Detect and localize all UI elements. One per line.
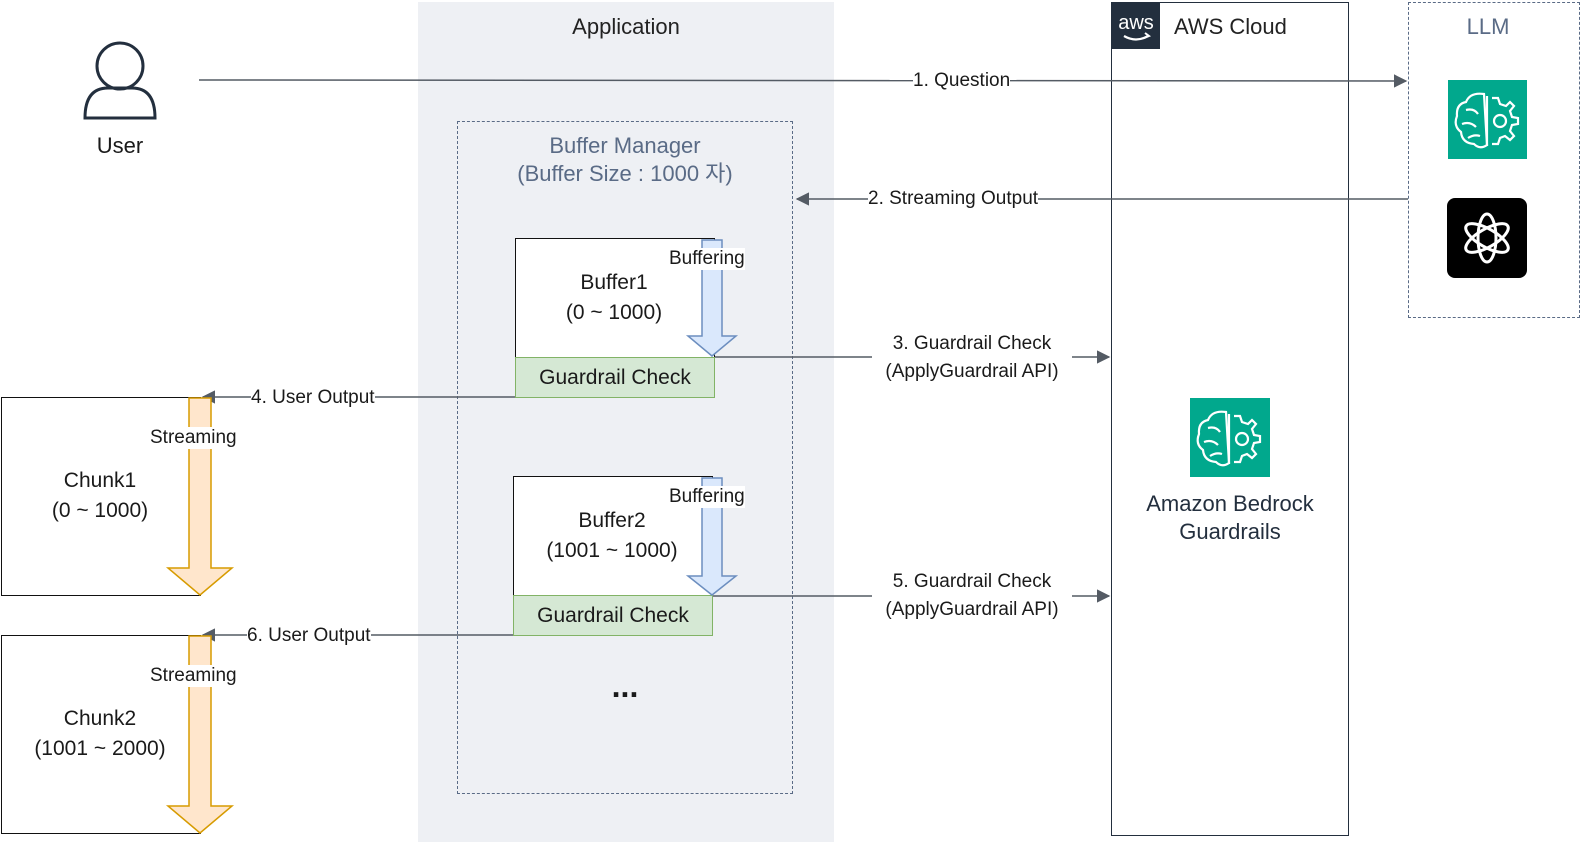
guardrail-check-3-api: (ApplyGuardrail API) bbox=[885, 361, 1059, 382]
bedrock-model-icon bbox=[1448, 80, 1527, 159]
buffer1-guardrail-check: Guardrail Check bbox=[515, 357, 715, 398]
chunk2-streaming-arrow bbox=[165, 635, 235, 834]
buffer2-name: Buffer2 bbox=[578, 509, 646, 532]
buffer-manager-title: Buffer Manager (Buffer Size : 1000 자) bbox=[457, 132, 793, 188]
guardrail-check-3-label: 3. Guardrail Check (ApplyGuardrail API) bbox=[872, 330, 1072, 386]
buffer1-range: (0 ~ 1000) bbox=[565, 301, 663, 324]
question-label: 1. Question bbox=[913, 70, 1011, 92]
question-connector bbox=[198, 74, 1408, 88]
llm-group-title: LLM bbox=[1466, 14, 1510, 39]
bedrock-label-line2: Guardrails bbox=[1179, 519, 1281, 544]
chunk2-name: Chunk2 bbox=[63, 707, 137, 730]
more-buffers-ellipsis: ... bbox=[611, 668, 639, 704]
guardrail-check-5-title: 5. Guardrail Check bbox=[892, 571, 1052, 592]
buffer1-label: Buffer1 (0 ~ 1000) bbox=[515, 268, 713, 328]
buffer1-name: Buffer1 bbox=[580, 271, 648, 294]
buffer2-buffering-label: Buffering bbox=[669, 486, 745, 508]
openai-icon bbox=[1447, 198, 1527, 278]
bedrock-guardrails-label: Amazon Bedrock Guardrails bbox=[1112, 490, 1348, 546]
chunk1-range: (0 ~ 1000) bbox=[51, 499, 149, 522]
user-output-4-label: 4. User Output bbox=[251, 387, 375, 409]
buffer-manager-group bbox=[457, 121, 793, 794]
application-lane bbox=[418, 2, 834, 842]
chunk2-streaming-label: Streaming bbox=[150, 665, 237, 687]
chunk1-name: Chunk1 bbox=[63, 469, 137, 492]
user-icon bbox=[83, 41, 157, 120]
aws-logo-text: aws bbox=[1118, 12, 1154, 34]
buffer2-range: (1001 ~ 1000) bbox=[546, 539, 678, 562]
guardrail-check-5-label: 5. Guardrail Check (ApplyGuardrail API) bbox=[872, 568, 1072, 624]
buffer2-guardrail-check: Guardrail Check bbox=[513, 595, 713, 636]
guardrail-check-5-api: (ApplyGuardrail API) bbox=[885, 599, 1059, 620]
chunk2-label: Chunk2 (1001 ~ 2000) bbox=[1, 704, 199, 764]
chunk1-label: Chunk1 (0 ~ 1000) bbox=[1, 466, 199, 526]
buffer1-buffering-label: Buffering bbox=[669, 248, 745, 270]
user-output-6-label: 6. User Output bbox=[247, 625, 371, 647]
buffer-manager-title-line1: Buffer Manager bbox=[549, 133, 701, 158]
buffer2-label: Buffer2 (1001 ~ 1000) bbox=[513, 506, 711, 566]
aws-logo-icon: aws bbox=[1112, 3, 1160, 49]
streaming-output-label: 2. Streaming Output bbox=[868, 188, 1039, 210]
bedrock-guardrails-icon bbox=[1190, 398, 1270, 477]
buffer-manager-title-line2: (Buffer Size : 1000 자) bbox=[517, 161, 733, 186]
llm-group bbox=[1408, 2, 1580, 318]
chunk1-streaming-arrow bbox=[165, 397, 235, 596]
aws-cloud-title: AWS Cloud bbox=[1174, 14, 1287, 39]
bedrock-label-line1: Amazon Bedrock bbox=[1146, 491, 1314, 516]
chunk2-range: (1001 ~ 2000) bbox=[34, 737, 166, 760]
guardrail-check-3-title: 3. Guardrail Check bbox=[892, 333, 1052, 354]
chunk1-streaming-label: Streaming bbox=[150, 427, 237, 449]
application-lane-title: Application bbox=[572, 14, 680, 39]
user-label: User bbox=[96, 133, 144, 158]
